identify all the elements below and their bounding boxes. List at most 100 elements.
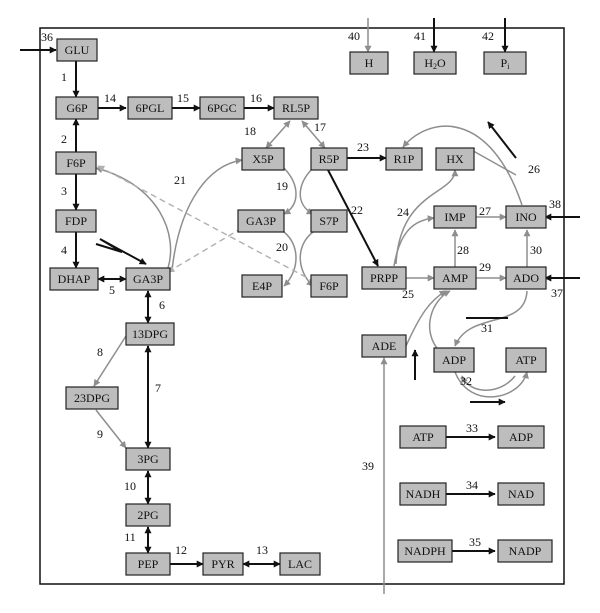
- svg-text:NADH: NADH: [406, 487, 441, 501]
- node-pep: PEP: [125, 552, 171, 576]
- edge-22: [327, 169, 379, 267]
- label-37: 37: [551, 286, 563, 300]
- node-fdp: FDP: [55, 209, 97, 233]
- edge-18: [265, 120, 291, 149]
- label-19: 19: [276, 179, 288, 193]
- label-36: 36: [41, 30, 53, 44]
- node-imp: IMP: [433, 205, 477, 229]
- svg-text:Pi: Pi: [501, 56, 511, 71]
- label-17: 17: [314, 120, 326, 134]
- label-35: 35: [469, 535, 481, 549]
- node-x5p: X5P: [241, 147, 285, 171]
- svg-text:ATP: ATP: [412, 430, 434, 444]
- node-h: H: [349, 51, 389, 75]
- node-f6p: F6P: [55, 151, 97, 175]
- svg-text:E4P: E4P: [252, 279, 272, 293]
- svg-text:R5P: R5P: [319, 152, 340, 166]
- node-nadh: NADH: [399, 482, 447, 506]
- edge-17: [301, 120, 326, 149]
- label-26: 26: [528, 162, 540, 176]
- svg-text:ADP: ADP: [509, 430, 533, 444]
- edge-26-blk: [487, 121, 517, 159]
- label-40: 40: [348, 29, 360, 43]
- svg-text:AMP: AMP: [442, 271, 468, 285]
- svg-text:FDP: FDP: [65, 214, 87, 228]
- node-atp-l: ATP: [399, 425, 447, 449]
- label-42: 42: [482, 29, 494, 43]
- edges: [20, 18, 580, 594]
- node-g6p: G6P: [55, 96, 99, 120]
- label-33: 33: [466, 421, 478, 435]
- label-1: 1: [61, 70, 67, 84]
- label-16: 16: [250, 91, 262, 105]
- node-r1p: R1P: [385, 147, 423, 171]
- nodes: GLU G6P 6PGL 6PGC RL5P F6P FDP DHAP GA3P…: [49, 38, 553, 576]
- node-nadph: NADPH: [397, 539, 453, 563]
- edge-dash-ga3p: [167, 227, 243, 273]
- label-24: 24: [397, 205, 409, 219]
- edge-ga3p-x5p: [171, 157, 243, 271]
- svg-text:F6P: F6P: [66, 156, 86, 170]
- edge-8: [93, 335, 127, 387]
- svg-text:NADPH: NADPH: [404, 544, 446, 558]
- svg-text:RL5P: RL5P: [282, 101, 310, 115]
- edge-20b: [299, 231, 314, 287]
- node-prpp: PRPP: [361, 266, 407, 290]
- node-adp: ADP: [433, 347, 475, 373]
- edge-fdp-ga3p: [95, 238, 147, 265]
- svg-text:PEP: PEP: [138, 557, 159, 571]
- node-13dpg: 13DPG: [125, 322, 175, 346]
- label-2: 2: [61, 132, 67, 146]
- edge-26-out: [467, 147, 517, 176]
- label-3: 3: [61, 184, 67, 198]
- label-39: 39: [362, 459, 374, 473]
- svg-text:ADP: ADP: [442, 353, 466, 367]
- node-amp: AMP: [433, 266, 477, 290]
- label-23: 23: [357, 140, 369, 154]
- svg-text:PRPP: PRPP: [370, 271, 398, 285]
- label-27: 27: [479, 204, 491, 218]
- node-f6p-b: F6P: [310, 274, 348, 298]
- node-h2o: H2O: [413, 51, 457, 75]
- svg-text:H: H: [365, 56, 374, 70]
- node-ado: ADO: [505, 266, 547, 290]
- svg-text:GA3P: GA3P: [133, 272, 163, 286]
- edge-32-return: [461, 375, 516, 391]
- svg-text:PYR: PYR: [211, 557, 234, 571]
- reaction-labels: 1 2 3 4 5 6 7 8 9 10 11 12 13 14 15 16 1…: [41, 29, 563, 557]
- node-ga3p: GA3P: [125, 267, 171, 291]
- node-nad: NAD: [497, 482, 545, 506]
- node-ade: ADE: [361, 334, 407, 358]
- label-11: 11: [124, 530, 136, 544]
- label-12: 12: [175, 543, 187, 557]
- node-dhap: DHAP: [49, 267, 99, 291]
- svg-text:GLU: GLU: [65, 43, 90, 57]
- label-28: 28: [457, 243, 469, 257]
- svg-text:NAD: NAD: [508, 487, 534, 501]
- edge-9: [95, 409, 127, 449]
- label-20: 20: [276, 240, 288, 254]
- svg-text:S7P: S7P: [319, 214, 339, 228]
- svg-text:6PGC: 6PGC: [207, 101, 236, 115]
- label-13: 13: [256, 543, 268, 557]
- svg-text:DHAP: DHAP: [58, 272, 91, 286]
- node-ga3p-b: GA3P: [237, 209, 285, 233]
- label-4: 4: [61, 243, 67, 257]
- svg-text:H2O: H2O: [424, 56, 446, 71]
- node-23dpg: 23DPG: [65, 386, 119, 410]
- label-41: 41: [414, 29, 426, 43]
- label-22: 22: [351, 203, 363, 217]
- node-3pg: 3PG: [125, 447, 171, 471]
- node-hx: HX: [435, 147, 475, 171]
- node-ino: INO: [505, 205, 547, 229]
- svg-text:NADP: NADP: [509, 544, 542, 558]
- svg-text:ADE: ADE: [372, 339, 397, 353]
- svg-text:ADO: ADO: [513, 271, 539, 285]
- edge-19b: [299, 167, 314, 215]
- edge-31: [454, 290, 528, 347]
- node-glu: GLU: [56, 38, 98, 62]
- edge-ade-amp: [405, 290, 447, 347]
- edge-r1p-loop: [402, 125, 523, 206]
- svg-text:23DPG: 23DPG: [74, 391, 110, 405]
- label-5: 5: [109, 283, 115, 297]
